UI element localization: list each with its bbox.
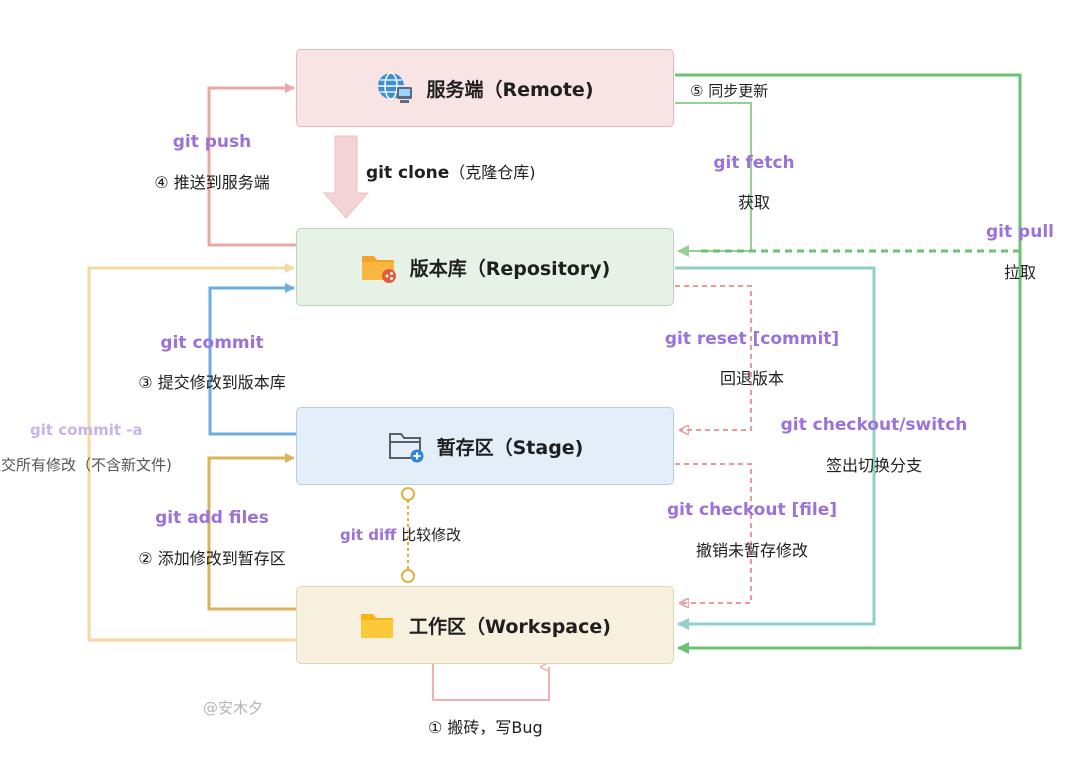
globe-server-icon <box>376 71 414 105</box>
git-checkout-file-cmd: git checkout [file] <box>667 500 837 520</box>
push-desc: ④ 推送到服务端 <box>154 173 270 192</box>
git-clone-label: git clone（克隆仓库) <box>366 159 536 183</box>
git-commit-a-cmd: git commit -a <box>30 421 143 439</box>
repository-box: 版本库（Repository) <box>296 228 674 306</box>
reset-arrow <box>675 285 752 430</box>
sync-update-label: ⑤ 同步更新 <box>690 82 769 100</box>
git-pull-cmd: git pull <box>986 222 1054 242</box>
folder-share-icon <box>360 250 398 284</box>
checkout-file-desc: 撤销未暂存修改 <box>695 541 809 560</box>
commit-arrow <box>208 283 296 436</box>
fetch-arrow <box>675 102 752 257</box>
git-clone-desc: （克隆仓库) <box>449 163 536 182</box>
reset-desc: 回退版本 <box>719 369 785 388</box>
work-loop-arrow <box>432 664 550 701</box>
stage-title: 暂存区（Stage) <box>436 436 584 459</box>
checkout-switch-arrow <box>675 266 876 630</box>
work-desc: ① 搬砖，写Bug <box>428 718 543 737</box>
git-checkout-switch-cmd: git checkout/switch <box>780 415 968 435</box>
git-clone-cmd: git clone <box>366 163 450 183</box>
diff-desc: 比较修改 <box>401 526 462 544</box>
git-diff-cmd: git diff <box>340 526 397 544</box>
add-arrow <box>207 453 296 611</box>
remote-box: 服务端（Remote) <box>296 49 674 127</box>
git-reset-cmd: git reset [commit] <box>664 329 840 349</box>
checkout-switch-desc: 签出切换分支 <box>825 456 923 475</box>
repository-title: 版本库（Repository) <box>409 257 611 280</box>
folder-icon <box>359 608 397 642</box>
push-arrow <box>207 83 296 247</box>
clone-arrow-icon <box>322 135 370 219</box>
remote-title: 服务端（Remote) <box>426 78 594 101</box>
pull-arrow <box>675 73 1022 654</box>
workspace-title: 工作区（Workspace) <box>409 615 611 638</box>
diff-connector <box>401 487 415 583</box>
commit-a-arrow <box>87 263 296 642</box>
git-add-cmd: git add files <box>155 508 269 528</box>
checkout-file-arrow <box>675 463 752 603</box>
commit-desc: ③ 提交修改到版本库 <box>138 373 286 392</box>
add-desc: ② 添加修改到暂存区 <box>138 549 286 568</box>
git-fetch-cmd: git fetch <box>713 153 795 173</box>
git-push-cmd: git push <box>172 132 252 152</box>
pull-desc: 拉取 <box>1003 263 1037 282</box>
git-commit-cmd: git commit <box>160 333 264 353</box>
stage-box: 暂存区（Stage) <box>296 407 674 485</box>
workspace-box: 工作区（Workspace) <box>296 586 674 664</box>
folder-add-icon <box>387 429 425 463</box>
watermark: @安木夕 <box>203 699 264 717</box>
fetch-desc: 获取 <box>737 193 771 212</box>
git-diff-label: git diff 比较修改 <box>340 524 461 545</box>
commit-a-desc: 提交所有修改（不含新文件) <box>0 456 172 474</box>
